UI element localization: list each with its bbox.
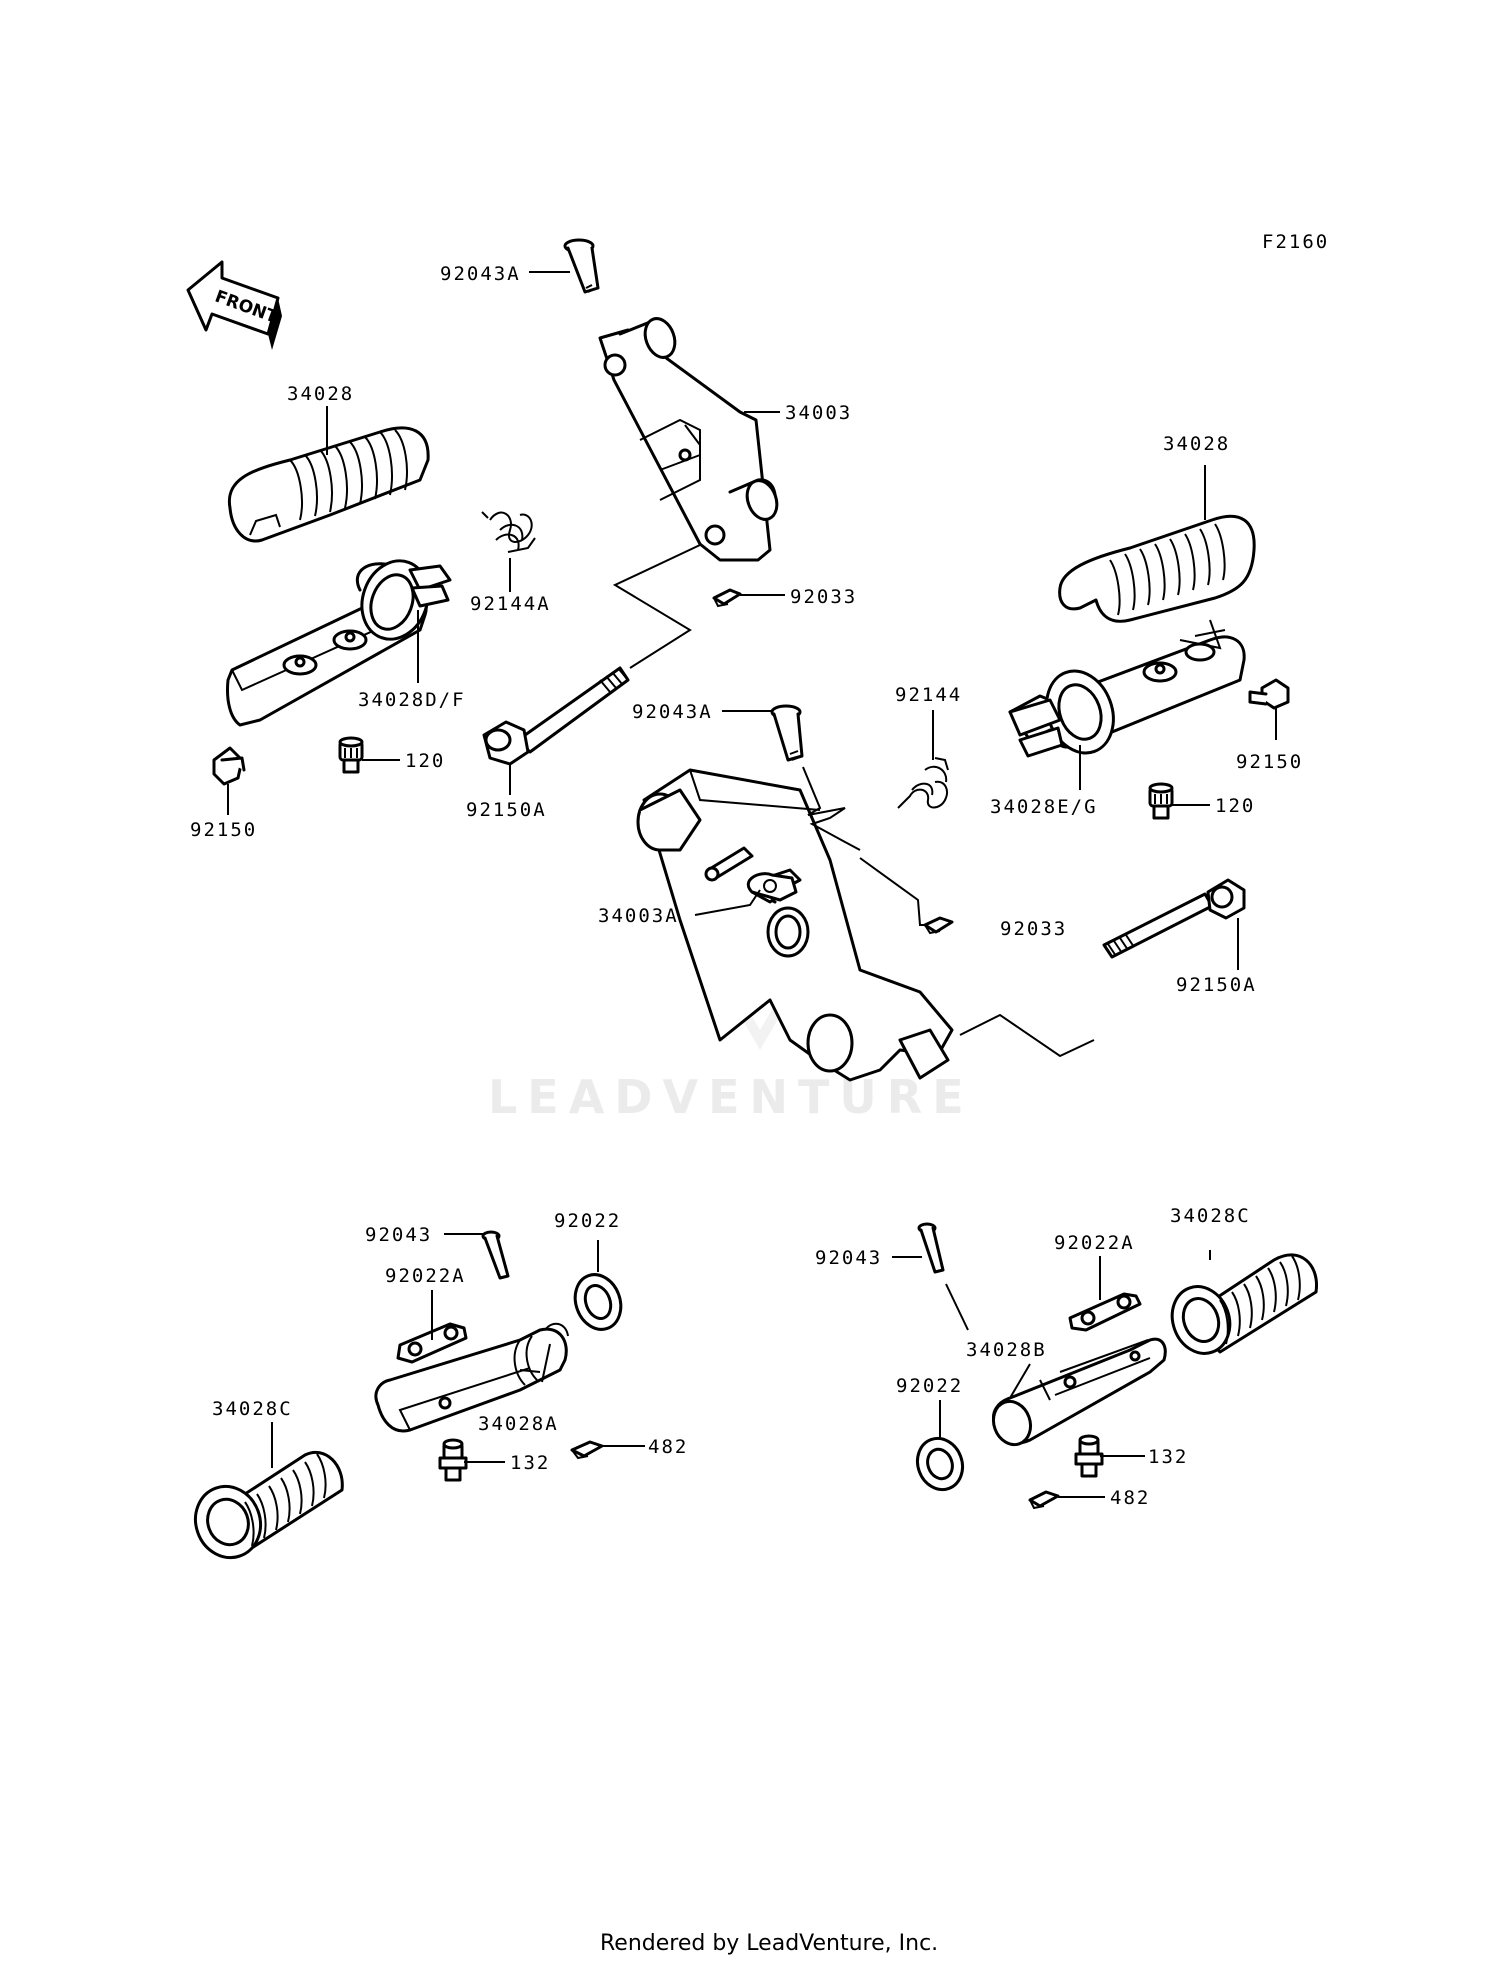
bolt-92150-right	[1248, 678, 1290, 710]
footpeg-rubber-34028-right	[1058, 514, 1256, 623]
plate-92022A-bl	[396, 1322, 468, 1364]
bracket-34003A	[636, 768, 954, 1082]
washer-92022-br	[915, 1436, 965, 1492]
label-92033-mid: 92033	[1000, 918, 1067, 940]
bolt-120-right	[1148, 782, 1174, 820]
footpeg-34028A	[374, 1322, 569, 1433]
bolt-132-bl	[438, 1438, 468, 1482]
figure-code: F2160	[1262, 231, 1329, 253]
cotter-482-bl	[570, 1440, 604, 1460]
spring-92144A	[481, 511, 536, 553]
label-92144: 92144	[895, 684, 962, 706]
footpeg-rubber-34028-left	[227, 426, 430, 543]
label-34028DF: 34028D/F	[358, 689, 466, 711]
label-482-bl: 482	[648, 1436, 688, 1458]
label-92022-bl: 92022	[554, 1210, 621, 1232]
footer-credit: Rendered by LeadVenture, Inc.	[600, 1931, 938, 1956]
label-132-bl: 132	[510, 1452, 550, 1474]
spring-92144	[897, 757, 949, 809]
label-92150-left: 92150	[190, 819, 257, 841]
label-92144A: 92144A	[470, 593, 551, 615]
label-34028A: 34028A	[478, 1413, 559, 1435]
pin-92043-bl	[481, 1230, 510, 1280]
front-arrow-icon: FRONT	[186, 260, 282, 350]
pin-92043A-mid	[770, 704, 804, 762]
bolt-92150-left	[212, 746, 246, 786]
label-92022-br: 92022	[896, 1375, 963, 1397]
label-92043A-top: 92043A	[440, 263, 521, 285]
bracket-34003	[598, 317, 779, 562]
label-132-br: 132	[1148, 1446, 1188, 1468]
label-120-right: 120	[1215, 795, 1255, 817]
pin-92043-br	[917, 1222, 945, 1274]
watermark-text: LEADVENTURE	[488, 1070, 974, 1124]
label-92150A-right: 92150A	[1176, 974, 1257, 996]
label-34003A: 34003A	[598, 905, 679, 927]
footpeg-rubber-34028C-bl	[194, 1451, 344, 1560]
label-482-br: 482	[1110, 1487, 1150, 1509]
cotter-92033-mid	[923, 916, 954, 935]
bolt-120-left	[338, 736, 364, 774]
cotter-92033-top	[712, 588, 742, 608]
pin-92043A-top	[563, 238, 600, 294]
label-92043-bl: 92043	[365, 1224, 432, 1246]
label-34028C-br: 34028C	[1170, 1205, 1251, 1227]
label-92150A-left: 92150A	[466, 799, 547, 821]
footpeg-34028EG	[1008, 619, 1246, 758]
label-92033-top: 92033	[790, 586, 857, 608]
leader-lines	[227, 271, 1277, 1498]
bolt-132-br	[1074, 1434, 1104, 1478]
label-92022A-br: 92022A	[1054, 1232, 1135, 1254]
bolt-92150A-left	[482, 666, 630, 766]
label-34028C-bl: 34028C	[212, 1398, 293, 1420]
clip-34003A	[746, 872, 798, 902]
bolt-92150A-right	[1102, 878, 1246, 959]
footpeg-34028B	[991, 1337, 1167, 1447]
footpeg-rubber-34028C-br	[1170, 1253, 1318, 1355]
label-34003: 34003	[785, 402, 852, 424]
label-92043A-mid: 92043A	[632, 701, 713, 723]
label-34028-left: 34028	[287, 383, 354, 405]
label-34028EG: 34028E/G	[990, 796, 1098, 818]
plate-92022A-br	[1068, 1292, 1142, 1332]
label-92150-right: 92150	[1236, 751, 1303, 773]
washer-92022-bl	[573, 1273, 623, 1331]
label-34028B: 34028B	[966, 1339, 1047, 1361]
label-92022A-bl: 92022A	[385, 1265, 466, 1287]
label-34028-right: 34028	[1163, 433, 1230, 455]
cotter-482-br	[1028, 1490, 1060, 1510]
label-92043-br: 92043	[815, 1247, 882, 1269]
footpeg-34028DF	[226, 559, 452, 727]
label-120-left: 120	[405, 750, 445, 772]
